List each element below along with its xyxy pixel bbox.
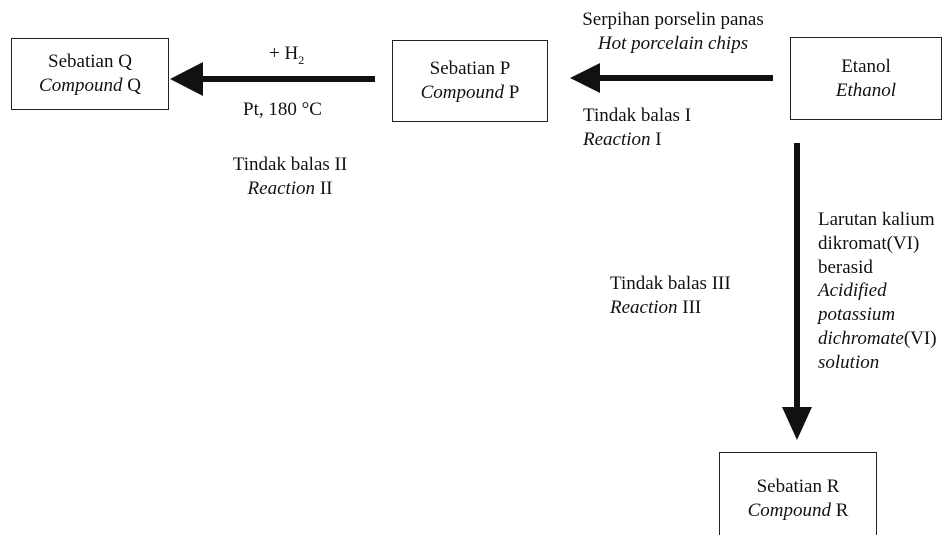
compound-p-letter: P bbox=[504, 82, 520, 103]
compound-q-name-ms: Sebatian Q bbox=[48, 51, 132, 73]
reaction-ii-reagent-prefix: + H bbox=[269, 43, 299, 64]
compound-p-box: Sebatian P Compound P bbox=[392, 40, 548, 122]
ethanol-name-ms: Etanol bbox=[841, 55, 891, 77]
reaction-ii-label-en-italic: Reaction bbox=[247, 177, 316, 199]
reaction-ii-label-num: II bbox=[315, 177, 333, 199]
compound-r-letter: R bbox=[830, 499, 849, 521]
reaction-iii-arrow bbox=[782, 143, 812, 440]
compound-q-name-en-italic: Compound bbox=[39, 75, 123, 96]
reaction-ii-reagent-subscript: 2 bbox=[298, 52, 305, 67]
ethanol-name-en: Ethanol bbox=[835, 79, 897, 101]
reaction-iii-reagent-en-2: potassium bbox=[818, 304, 896, 325]
reaction-i-condition-ms: Serpihan porselin panas bbox=[582, 9, 764, 30]
reaction-iii-reagent-ms-3: berasid bbox=[818, 256, 873, 278]
compound-q-box: Sebatian Q Compound Q bbox=[11, 38, 169, 110]
reaction-iii-reagent: Larutan kalium dikromat(VI) berasid Acid… bbox=[818, 208, 937, 374]
reaction-iii-label-en-italic: Reaction bbox=[610, 296, 678, 318]
reaction-iii-reagent-en-4: solution bbox=[818, 351, 880, 373]
reaction-iii-reagent-en-3-italic: dichromate bbox=[818, 327, 904, 349]
reaction-iii-reagent-en-3-plain: (VI) bbox=[903, 327, 937, 349]
reaction-iii-label-en: Reaction III bbox=[610, 296, 731, 320]
compound-r-name-en: Compound R bbox=[748, 499, 849, 523]
reaction-iii-reagent-ms-2: dikromat(VI) bbox=[818, 232, 920, 254]
reaction-i-label-num: I bbox=[650, 128, 662, 150]
compound-q-name-en: Compound Q bbox=[39, 74, 141, 98]
compound-r-name-ms: Sebatian R bbox=[756, 475, 840, 497]
reaction-iii-reagent-en-3: dichromate(VI) bbox=[818, 327, 937, 351]
reaction-iii-reagent-ms-1: Larutan kalium bbox=[818, 209, 935, 230]
reaction-iii-reagent-en-1: Acidified bbox=[818, 280, 887, 302]
compound-p-name-ms: Sebatian P bbox=[429, 58, 511, 80]
reaction-i-arrow bbox=[570, 63, 773, 93]
reaction-ii-label-ms: Tindak balas II bbox=[232, 154, 348, 175]
reaction-i-condition: Serpihan porselin panas Hot porcelain ch… bbox=[563, 8, 783, 56]
reaction-i-label-en-italic: Reaction bbox=[583, 128, 651, 150]
compound-r-box: Sebatian R Compound R bbox=[719, 452, 877, 535]
compound-q-letter: Q bbox=[122, 75, 141, 96]
reaction-ii-condition: Pt, 180 °C bbox=[243, 99, 322, 120]
compound-p-name-en: Compound P bbox=[421, 81, 520, 105]
reaction-ii-label-en: Reaction II bbox=[225, 177, 355, 201]
ethanol-box: Etanol Ethanol bbox=[790, 37, 942, 120]
reaction-iii-label-ms: Tindak balas III bbox=[610, 273, 731, 294]
reaction-i-label: Tindak balas I Reaction I bbox=[583, 104, 691, 152]
reaction-ii-arrow bbox=[170, 62, 375, 96]
reaction-ii-reagent: + H2 bbox=[269, 42, 304, 68]
reaction-iii-label-num: III bbox=[677, 296, 702, 318]
reaction-i-label-ms: Tindak balas I bbox=[583, 105, 692, 126]
compound-p-name-en-italic: Compound bbox=[420, 82, 505, 103]
reaction-ii-label: Tindak balas II Reaction II bbox=[225, 153, 355, 201]
compound-r-name-en-italic: Compound bbox=[747, 499, 831, 521]
reaction-iii-label: Tindak balas III Reaction III bbox=[610, 272, 731, 320]
reaction-i-label-en: Reaction I bbox=[583, 128, 691, 152]
reaction-i-condition-en: Hot porcelain chips bbox=[597, 32, 749, 54]
